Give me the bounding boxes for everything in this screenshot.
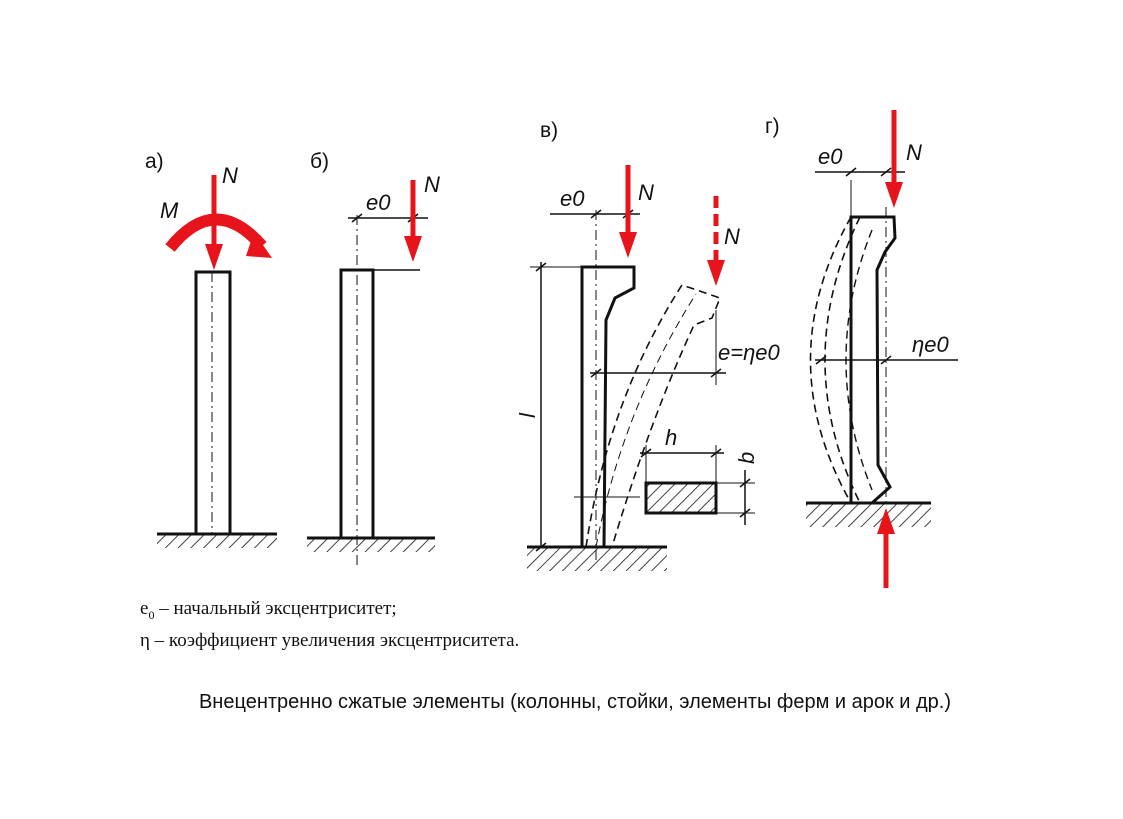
panel-a: а) N M bbox=[145, 150, 277, 548]
force-arrowhead-g bbox=[885, 182, 903, 208]
moment-arrowhead bbox=[246, 232, 272, 258]
ecc-label-b: e0 bbox=[366, 190, 391, 215]
panel-b-label: б) bbox=[310, 150, 329, 173]
dim-tick bbox=[739, 478, 751, 488]
deflected-axis bbox=[595, 293, 697, 548]
figure-caption: Внецентренно сжатые элементы (колонны, с… bbox=[198, 691, 952, 713]
dim-tick bbox=[590, 368, 602, 378]
panel-g-label: г) bbox=[765, 115, 780, 138]
dim-tick bbox=[845, 167, 857, 177]
dim-tick bbox=[815, 355, 827, 365]
ecc-full-label-v: e=ηe0 bbox=[718, 340, 781, 365]
eccentric-compression-diagram: а) N M б) e0 N в) bbox=[145, 110, 958, 588]
dim-tick bbox=[710, 448, 722, 458]
dim-tick bbox=[710, 368, 722, 378]
force-label-g: N bbox=[906, 140, 922, 165]
force-arrowhead-v bbox=[619, 232, 637, 258]
legend-e0: e0 – начальный эксцентриситет; bbox=[140, 598, 397, 623]
legend-text: – начальный эксцентриситет; bbox=[154, 598, 397, 619]
dim-tick bbox=[590, 209, 602, 219]
ground-hatch bbox=[527, 547, 667, 571]
column-v bbox=[580, 265, 636, 548]
column-a bbox=[194, 270, 232, 536]
legend-symbol: e bbox=[140, 598, 149, 619]
force-arrowhead-b bbox=[404, 236, 422, 262]
column-g bbox=[849, 215, 897, 505]
ecc-full-label-g: ηe0 bbox=[912, 332, 949, 357]
ground-hatch bbox=[806, 503, 931, 527]
cross-section bbox=[644, 481, 718, 515]
dim-tick bbox=[739, 508, 751, 518]
panel-a-label: а) bbox=[145, 150, 164, 173]
panel-v-label: в) bbox=[540, 119, 558, 142]
width-label: h bbox=[665, 425, 677, 450]
force-label-v: N bbox=[638, 180, 654, 205]
dim-tick bbox=[535, 542, 547, 552]
displaced-force-arrowhead bbox=[707, 260, 725, 286]
ecc-label-v: e0 bbox=[560, 186, 585, 211]
deflected-column bbox=[585, 284, 722, 548]
force-label-a: N bbox=[222, 163, 238, 188]
dim-tick bbox=[880, 167, 892, 177]
moment-label: M bbox=[160, 198, 179, 223]
legend-eta: η – коэффициент увеличения эксцентрисите… bbox=[140, 630, 520, 651]
panel-g: г) e0 ηe0 N bbox=[765, 110, 958, 588]
force-label-v2: N bbox=[724, 224, 740, 249]
force-label-b: N bbox=[424, 172, 440, 197]
ground-hatch bbox=[157, 534, 277, 548]
deflected-column bbox=[809, 216, 852, 504]
legend-subscript: 0 bbox=[148, 607, 155, 622]
reaction-arrowhead bbox=[877, 508, 895, 534]
force-arrowhead-a bbox=[205, 244, 223, 270]
dim-tick bbox=[880, 355, 892, 365]
length-label: l bbox=[515, 412, 540, 418]
panel-b: б) e0 N bbox=[307, 150, 440, 565]
thickness-label: b bbox=[734, 452, 759, 464]
ground-hatch bbox=[307, 538, 435, 552]
dim-tick bbox=[351, 213, 363, 223]
dim-tick bbox=[640, 448, 652, 458]
panel-v: в) l e0 N N e=ηe0 bbox=[515, 119, 781, 571]
dim-tick bbox=[535, 262, 547, 272]
ecc-label-g: e0 bbox=[818, 144, 843, 169]
